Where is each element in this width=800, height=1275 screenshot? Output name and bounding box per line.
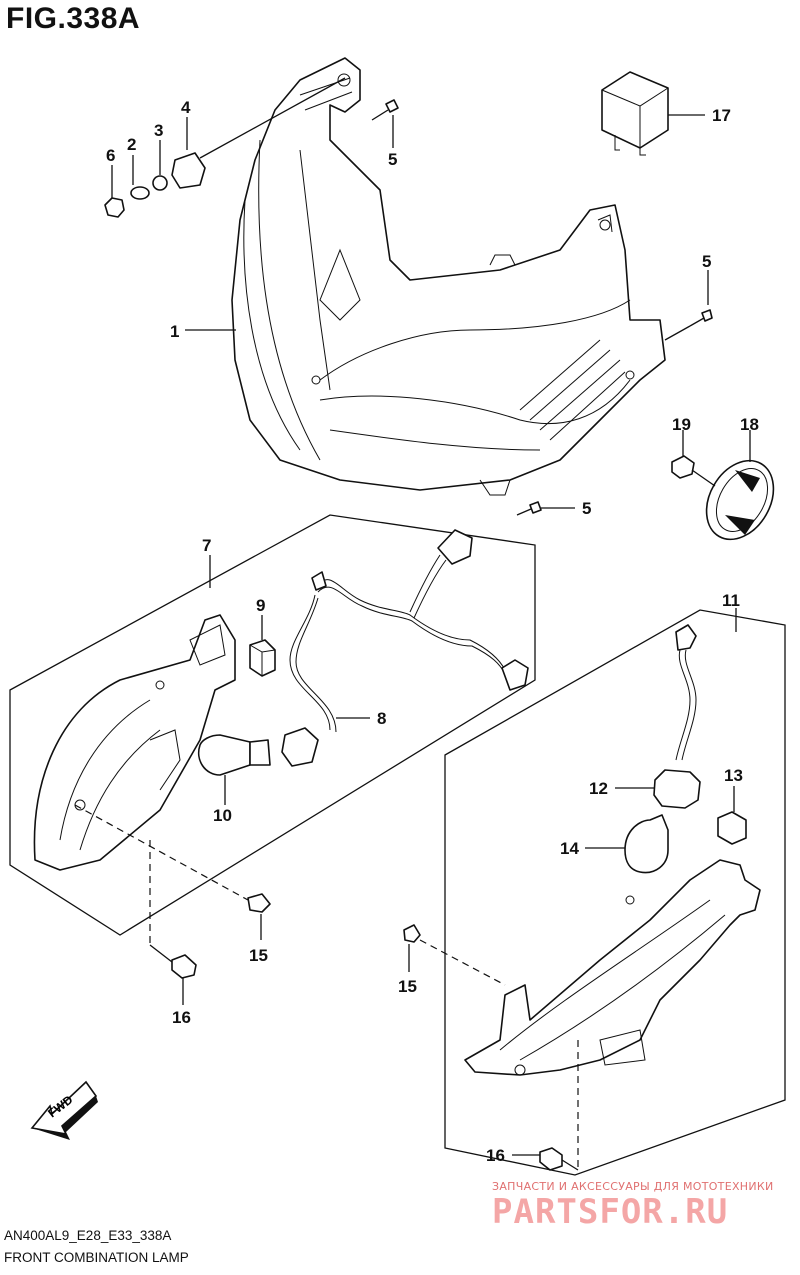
callout-5c: 5 xyxy=(582,499,591,518)
headlamp-assembly xyxy=(231,57,666,496)
figure-name: FRONT COMBINATION LAMP xyxy=(4,1250,189,1265)
callout-18: 18 xyxy=(740,415,759,434)
bulb-10 xyxy=(198,734,271,776)
right-turn-signal xyxy=(464,859,761,1076)
socket-9 xyxy=(249,639,276,677)
collar-3 xyxy=(152,175,168,191)
watermark-tagline: ЗАПЧАСТИ И АКСЕССУАРЫ ДЛЯ МОТОТЕХНИКИ xyxy=(492,1180,774,1193)
fwd-arrow: FWD xyxy=(30,1080,98,1140)
callout-19: 19 xyxy=(672,415,691,434)
callout-15-right: 15 xyxy=(398,977,417,996)
callout-12: 12 xyxy=(589,779,608,798)
group-box-11 xyxy=(444,609,786,1176)
washer-2 xyxy=(130,186,150,200)
reflector-18 xyxy=(671,455,775,541)
relay-17 xyxy=(601,71,669,156)
callout-9: 9 xyxy=(256,596,265,615)
callout-16-left: 16 xyxy=(172,1008,191,1027)
callout-labels: 1 2 3 4 5 5 5 6 7 8 9 10 11 12 13 14 15 … xyxy=(106,98,759,1165)
nut-19 xyxy=(671,455,695,479)
wiring-harness-8 xyxy=(281,529,529,767)
leader-lines xyxy=(111,114,751,1156)
group-box-7 xyxy=(9,514,536,936)
figure-title: FIG.338A xyxy=(6,2,141,35)
callout-5b: 5 xyxy=(702,252,711,271)
wiring-harness-12 xyxy=(653,624,701,809)
callout-5a: 5 xyxy=(388,150,397,169)
bolt-16-left xyxy=(149,840,197,979)
callout-15-left: 15 xyxy=(249,946,268,965)
screw-15-right xyxy=(403,924,506,986)
callout-3: 3 xyxy=(154,121,163,140)
callout-13: 13 xyxy=(724,766,743,785)
watermark-logo: PARTSFOR.RU xyxy=(492,1192,729,1232)
left-turn-signal xyxy=(33,614,236,871)
callout-1: 1 xyxy=(170,322,179,341)
bulb-14 xyxy=(624,814,669,874)
screws-5 xyxy=(371,99,713,516)
bolt-16-right xyxy=(539,1040,579,1171)
callout-8: 8 xyxy=(377,709,386,728)
callout-4: 4 xyxy=(181,98,191,117)
callout-10: 10 xyxy=(213,806,232,825)
screw-15-left xyxy=(74,804,271,913)
callout-16-right: 16 xyxy=(486,1146,505,1165)
callout-17: 17 xyxy=(712,106,731,125)
socket-13 xyxy=(717,811,747,845)
grommet-4 xyxy=(171,152,206,189)
nut-6 xyxy=(104,197,125,218)
callout-2: 2 xyxy=(127,135,136,154)
callout-14: 14 xyxy=(560,839,579,858)
callout-6: 6 xyxy=(106,146,115,165)
callout-7: 7 xyxy=(202,536,211,555)
figure-code: AN400AL9_E28_E33_338A xyxy=(4,1228,172,1243)
callout-11: 11 xyxy=(722,591,740,610)
